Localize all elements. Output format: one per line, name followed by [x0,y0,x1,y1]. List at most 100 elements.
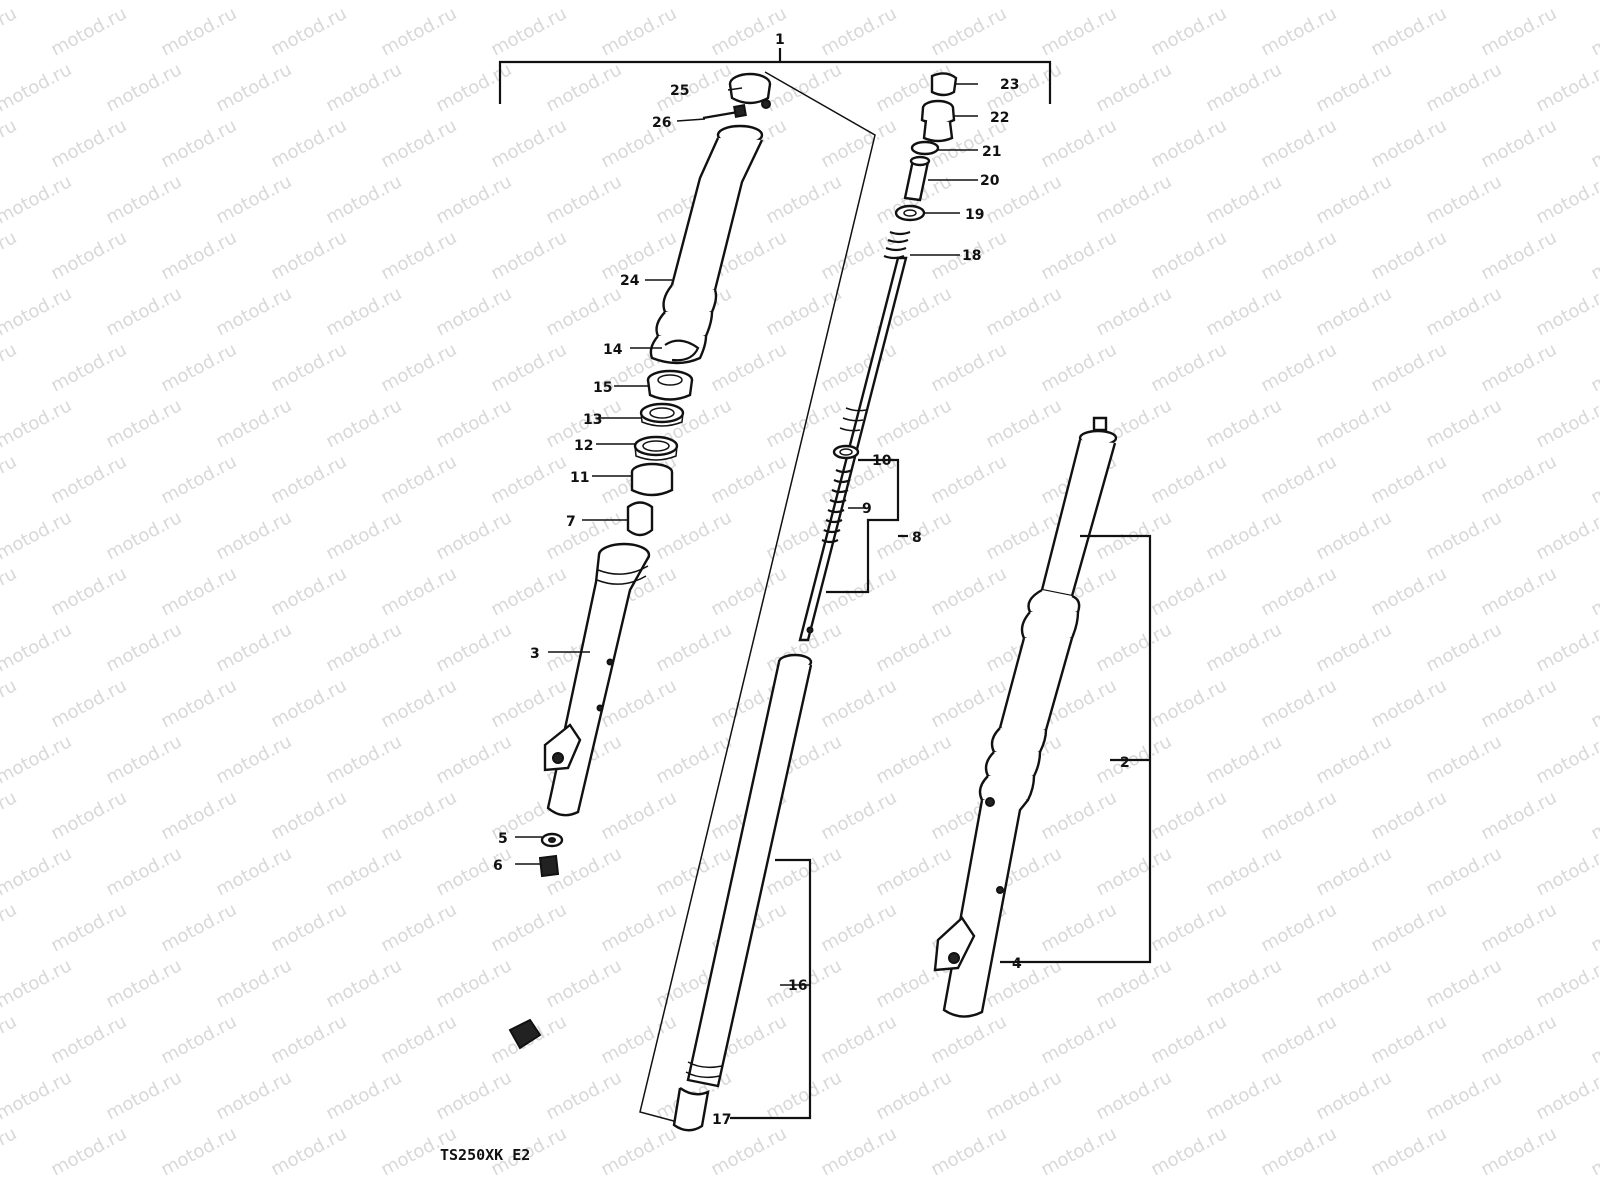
watermark-text: motod.ru [1312,731,1395,788]
watermark-text: motod.ru [1477,899,1560,956]
watermark-text: motod.ru [1202,395,1285,452]
part-spacer-20 [903,155,931,202]
watermark-text: motod.ru [1147,227,1230,284]
part-bushing-12 [633,435,679,461]
watermark-text: motod.ru [817,899,900,956]
watermark-text: motod.ru [707,451,790,508]
watermark-text: motod.ru [102,619,185,676]
watermark-text: motod.ru [102,507,185,564]
watermark-text: motod.ru [1367,227,1450,284]
watermark-text: motod.ru [1422,59,1505,116]
watermark-text: motod.ru [267,675,350,732]
watermark-text: motod.ru [212,59,295,116]
watermark-text: motod.ru [817,115,900,172]
watermark-text: motod.ru [322,1067,405,1124]
watermark-text: motod.ru [762,395,845,452]
watermark-text: motod.ru [322,0,405,4]
assembly-bracket [498,48,1052,1125]
callout-9: 9 [862,501,872,517]
watermark-text: motod.ru [1532,171,1600,228]
watermark-text: motod.ru [1147,3,1230,60]
callout-14: 14 [603,342,623,358]
watermark-text: motod.ru [157,563,240,620]
watermark-text: motod.ru [432,171,515,228]
watermark-text: motod.ru [1367,787,1450,844]
watermark-text: motod.ru [487,563,570,620]
part-spring-9 [821,469,853,544]
watermark-text: motod.ru [102,171,185,228]
watermark-text: motod.ru [1422,0,1505,4]
watermark-text: motod.ru [377,899,460,956]
callout-6: 6 [493,858,503,874]
watermark-text: motod.ru [1202,283,1285,340]
watermark-text: motod.ru [267,227,350,284]
callout-11: 11 [570,470,589,486]
watermark-text: motod.ru [487,675,570,732]
watermark-text: motod.ru [1202,0,1285,4]
watermark-text: motod.ru [1202,507,1285,564]
watermark-text: motod.ru [157,115,240,172]
watermark-text: motod.ru [487,115,570,172]
watermark-text: motod.ru [1587,1123,1600,1180]
callout-2: 2 [1120,755,1130,771]
watermark-text: motod.ru [212,955,295,1012]
watermark-text: motod.ru [487,451,570,508]
watermark-text: motod.ru [927,451,1010,508]
watermark-text: motod.ru [1477,1011,1560,1068]
watermark-text: motod.ru [157,3,240,60]
watermark-text: motod.ru [377,227,460,284]
watermark-text: motod.ru [982,59,1065,116]
watermark-text: motod.ru [927,675,1010,732]
watermark-text: motod.ru [322,731,405,788]
watermark-text: motod.ru [267,115,350,172]
callout-24: 24 [620,273,640,289]
watermark-text: motod.ru [1257,451,1340,508]
watermark-text: motod.ru [377,1011,460,1068]
watermark-text: motod.ru [1532,619,1600,676]
watermark-text: motod.ru [487,227,570,284]
watermark-text: motod.ru [1367,563,1450,620]
watermark-text: motod.ru [1092,619,1175,676]
watermark-text: motod.ru [652,0,735,4]
watermark-text: motod.ru [817,227,900,284]
watermark-text: motod.ru [1257,227,1340,284]
watermark-text: motod.ru [212,283,295,340]
watermark-text: motod.ru [1477,339,1560,396]
watermark-text: motod.ru [1202,1067,1285,1124]
watermark-text: motod.ru [1532,507,1600,564]
part-cap-23 [930,72,958,97]
watermark-text: motod.ru [0,507,75,564]
watermark-text: motod.ru [1037,899,1120,956]
watermark-text: motod.ru [1312,619,1395,676]
callout-22: 22 [990,110,1009,126]
watermark-text: motod.ru [0,395,75,452]
watermark-text: motod.ru [1092,1067,1175,1124]
part-bushing-11 [630,462,674,497]
watermark-text: motod.ru [1037,1123,1120,1180]
callout-19: 19 [965,207,984,223]
watermark-text: motod.ru [47,787,130,844]
watermark-text: motod.ru [47,451,130,508]
watermark-text: motod.ru [872,731,955,788]
watermark-text: motod.ru [1477,227,1560,284]
watermark-text: motod.ru [1037,227,1120,284]
part-circlip-14 [664,339,700,362]
watermark-text: motod.ru [1037,787,1120,844]
watermark-text: motod.ru [377,563,460,620]
watermark-text: motod.ru [1312,955,1395,1012]
watermark-text: motod.ru [157,787,240,844]
watermark-text: motod.ru [157,899,240,956]
part-clamp-25 [728,72,772,109]
watermark-text: motod.ru [872,843,955,900]
watermark-text: motod.ru [1367,3,1450,60]
callout-1: 1 [775,32,785,48]
part-washer-19 [894,204,926,222]
part-o-ring-21 [910,140,940,156]
watermark-text: motod.ru [157,1011,240,1068]
watermark-text: motod.ru [377,339,460,396]
watermark-text: motod.ru [267,1123,350,1180]
watermark-text: motod.ru [762,1067,845,1124]
watermark-text: motod.ru [267,3,350,60]
callout-20: 20 [980,173,1000,189]
